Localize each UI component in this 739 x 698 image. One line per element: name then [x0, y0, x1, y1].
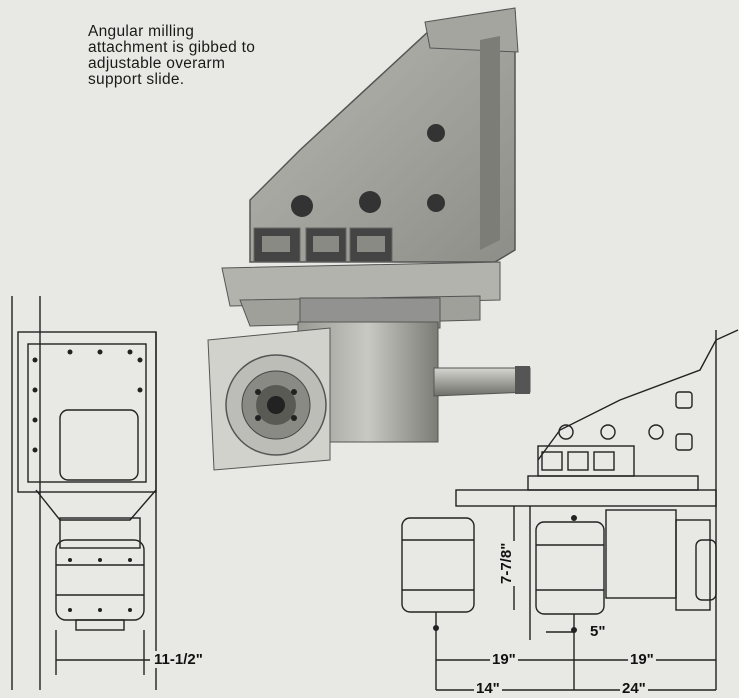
dim-right-span: 19"	[628, 651, 656, 668]
caption-line-4: support slide.	[88, 71, 185, 88]
dim-height-offset: 7-7/8"	[498, 540, 515, 586]
slide-base	[221, 261, 501, 329]
caption-line-3: adjustable overarm	[88, 55, 226, 72]
dim-front-width: 11-1/2"	[152, 651, 205, 668]
milling-head	[207, 321, 531, 471]
caption: Angular milling attachment is gibbed to …	[88, 24, 318, 88]
overarm-support	[249, 7, 519, 263]
dim-lower-left: 14"	[474, 680, 502, 697]
caption-line-2: attachment is gibbed to	[88, 39, 256, 56]
dim-offset-small: 5"	[588, 623, 608, 640]
caption-line-1: Angular milling	[88, 23, 195, 40]
dim-lower-right: 24"	[620, 680, 648, 697]
dim-left-span: 19"	[490, 651, 518, 668]
